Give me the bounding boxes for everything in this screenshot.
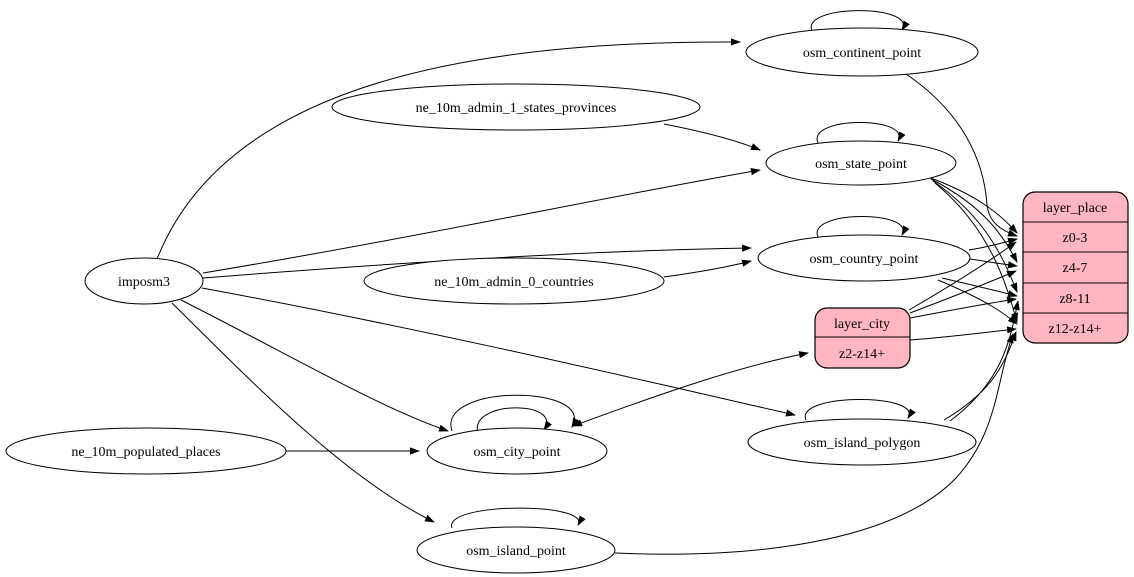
node-ne_10m_admin_0_countries: ne_10m_admin_0_countries <box>363 257 665 305</box>
edge-layer <box>156 10 1020 555</box>
edge-osm_country_point-z8-11 <box>941 277 1018 298</box>
edge-osm_country_point-z12-z14 <box>937 279 1018 325</box>
record-layer_place-row-z4-7: z4-7 <box>1063 261 1088 276</box>
node-city-shape <box>426 427 608 475</box>
edge-osm_island_point-z12-z14 <box>614 333 1014 555</box>
node-osm_island_point: osm_island_point <box>416 526 616 574</box>
edge-osm_state_point-z8-11 <box>932 180 1018 293</box>
selfloop-osm_country_point <box>816 216 910 238</box>
record-layer_place-row-z12-z14: z12-z14+ <box>1049 322 1102 337</box>
node-osm_continent_point: osm_continent_point <box>745 27 979 77</box>
node-continent-label: osm_continent_point <box>803 46 921 61</box>
node-ne_10m_populated_places: ne_10m_populated_places <box>5 427 287 475</box>
selfloop-osm_continent_point <box>810 10 910 32</box>
selfloop-osm_city_point-inner <box>476 407 552 434</box>
node-islandpoint-shape <box>416 526 616 574</box>
selfloop-osm_city_point-outer <box>450 394 580 432</box>
record-layer_city-title: layer_city <box>834 317 890 332</box>
edge-imposm3-osm_state_point <box>202 167 761 274</box>
node-ne1-label: ne_10m_admin_1_states_provinces <box>416 101 617 116</box>
node-osm_country_point: osm_country_point <box>757 234 971 282</box>
record-layer_place-title: layer_place <box>1043 201 1108 216</box>
edge-imposm3-osm_continent_point <box>156 38 741 260</box>
node-islandpoly-label: osm_island_polygon <box>804 436 921 451</box>
node-ne0-shape <box>363 257 665 305</box>
node-ne_10m_admin_1_states_provinces: ne_10m_admin_1_states_provinces <box>331 83 701 131</box>
record-layer_place: layer_place z0-3 z4-7 z8-11 z12-z14+ <box>1022 191 1129 344</box>
node-continent-shape <box>745 27 979 77</box>
node-osm_state_point: osm_state_point <box>765 140 957 186</box>
node-city-label: osm_city_point <box>473 445 560 460</box>
record-layer_place-row-z0-3: z0-3 <box>1063 231 1088 246</box>
node-state-label: osm_state_point <box>815 157 907 172</box>
node-state-shape <box>765 140 957 186</box>
record-layer_city-row-z2-z14: z2-z14+ <box>839 347 885 362</box>
edge-osm_city_point-layer_city <box>572 351 809 427</box>
record-layer_city-shape <box>814 307 911 369</box>
node-ne1-shape <box>331 83 701 131</box>
edge-layer_city-z4-7 <box>909 270 1017 314</box>
edge-osm_continent_point-z0-3 <box>905 73 1018 237</box>
edge-ne_10m_admin_0_countries-osm_country_point <box>663 259 752 278</box>
edge-layer_city-z8-11 <box>909 296 1017 319</box>
node-imposm3-label: imposm3 <box>118 275 170 290</box>
edge-imposm3-osm_city_point <box>180 299 449 432</box>
node-country-label: osm_country_point <box>810 252 919 267</box>
selfloop-osm_state_point <box>816 122 906 144</box>
node-osm_island_polygon: osm_island_polygon <box>747 418 977 466</box>
edge-osm_country_point-z0-3 <box>968 237 1018 251</box>
edge-osm_state_point-z4-7 <box>930 178 1018 263</box>
edge-layer_city-z12-z14 <box>909 326 1017 341</box>
node-nepop-shape <box>5 427 287 475</box>
edge-imposm3-osm_country_point <box>202 244 752 279</box>
edge-ne_10m_admin_1_states_provinces-osm_state_point <box>663 123 761 151</box>
edge-osm_island_polygon-z8-11 <box>949 300 1020 422</box>
node-nepop-label: ne_10m_populated_places <box>71 445 220 460</box>
edge-osm_country_point-z4-7 <box>969 258 1018 269</box>
edge-imposm3-osm_island_point <box>171 302 435 523</box>
selfloop-osm_island_polygon <box>804 399 916 421</box>
node-ne0-label: ne_10m_admin_0_countries <box>434 275 593 290</box>
node-imposm3-shape <box>84 257 204 305</box>
selfloop-osm_island_point <box>451 507 586 529</box>
edge-osm_island_polygon-z12-z14 <box>943 331 1017 421</box>
record-layer_city: layer_city z2-z14+ <box>814 307 911 369</box>
edge-layer_city-z0-3 <box>908 241 1017 311</box>
record-layer_place-row-z8-11: z8-11 <box>1059 292 1090 307</box>
node-country-shape <box>757 234 971 282</box>
record-layer_place-shape <box>1022 191 1129 344</box>
node-imposm3: imposm3 <box>84 257 204 305</box>
edge-osm_state_point-z0-3 <box>927 176 1018 234</box>
node-islandpoint-label: osm_island_point <box>466 544 566 559</box>
node-islandpoly-shape <box>747 418 977 466</box>
node-osm_city_point: osm_city_point <box>426 427 608 475</box>
